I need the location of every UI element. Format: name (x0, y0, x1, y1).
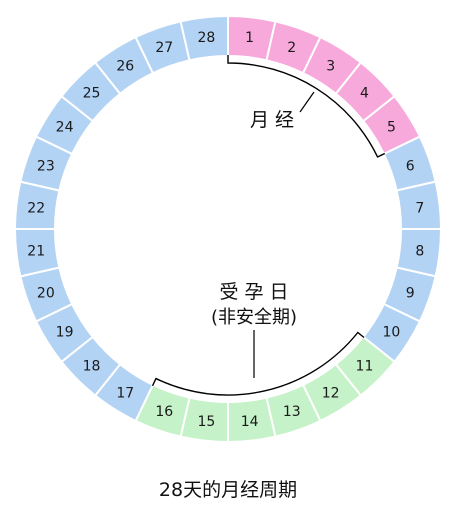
fertile-label: 受 孕 日 (219, 281, 288, 303)
day-number-14: 14 (241, 414, 259, 430)
day-number-4: 4 (360, 86, 369, 102)
day-number-16: 16 (155, 404, 173, 420)
fertile-sublabel: (非安全期) (211, 307, 297, 328)
day-number-19: 19 (56, 325, 74, 341)
day-number-2: 2 (287, 40, 296, 56)
menstruation-label: 月 经 (250, 109, 294, 131)
day-number-15: 15 (197, 414, 215, 430)
diagram-caption: 28天的月经周期 (159, 479, 297, 501)
day-number-20: 20 (37, 286, 55, 302)
menstruation-pointer (299, 91, 315, 113)
day-number-26: 26 (116, 59, 134, 75)
day-number-12: 12 (322, 385, 340, 401)
day-number-28: 28 (197, 30, 215, 46)
fertile-bracket (151, 331, 365, 396)
day-number-6: 6 (406, 158, 415, 174)
day-number-23: 23 (37, 158, 55, 174)
day-number-25: 25 (83, 86, 101, 102)
day-number-8: 8 (415, 244, 424, 260)
day-number-27: 27 (155, 40, 173, 56)
day-number-7: 7 (415, 200, 424, 216)
day-number-22: 22 (27, 200, 45, 216)
day-number-1: 1 (245, 30, 254, 46)
day-number-10: 10 (383, 325, 401, 341)
day-number-18: 18 (83, 358, 101, 374)
day-number-9: 9 (406, 286, 415, 302)
menstruation-bracket (227, 55, 386, 158)
day-number-3: 3 (326, 59, 335, 75)
day-number-17: 17 (116, 385, 134, 401)
day-number-21: 21 (27, 244, 45, 260)
day-number-13: 13 (283, 404, 301, 420)
day-number-5: 5 (387, 119, 396, 135)
day-number-11: 11 (356, 358, 374, 374)
day-number-24: 24 (56, 119, 74, 135)
